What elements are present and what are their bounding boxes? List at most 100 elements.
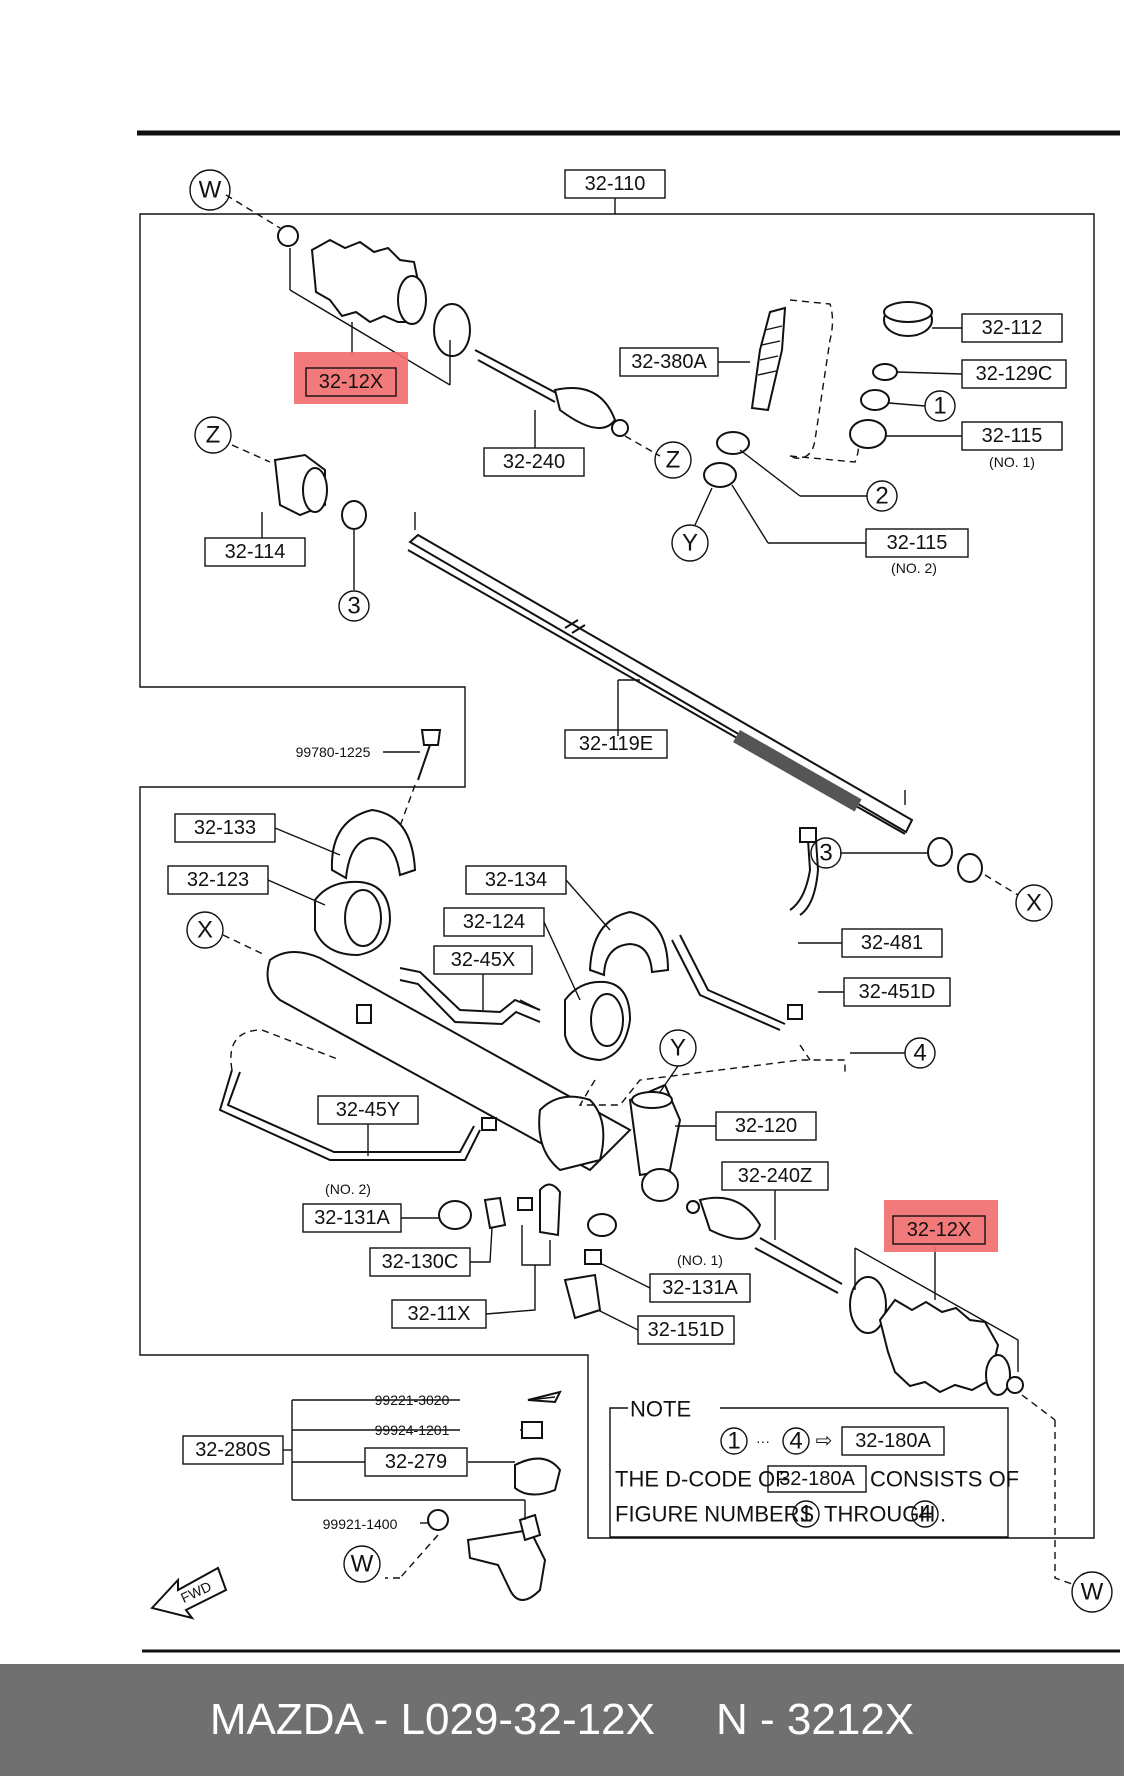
pipe-32-45x <box>399 967 541 1014</box>
callout-w-top-text: W <box>199 177 222 204</box>
yoke-32-11x <box>539 1183 562 1237</box>
note-line2-end: . <box>940 1502 946 1527</box>
callout-y-top-text: Y <box>682 530 698 557</box>
label-32-133: 32-133 <box>194 817 256 839</box>
label-32-481: 32-481 <box>861 932 923 954</box>
label-32-12x-top: 32-12X <box>319 371 384 393</box>
inner-tie-rod-top <box>474 349 629 437</box>
callout-z-right-text: Z <box>666 447 681 474</box>
label-box-32-119e <box>564 729 668 759</box>
caption-part-number: N - 3212X <box>716 1695 915 1744</box>
callout-3-bottom-text: 3 <box>819 840 832 867</box>
note-callout-4b <box>911 1500 939 1528</box>
note-title: NOTE <box>630 1397 691 1422</box>
label-32-131a-no1: 32-131A <box>662 1277 738 1299</box>
label-32-134: 32-134 <box>485 869 547 891</box>
rack-32-119e <box>407 533 914 835</box>
note-line1-a: THE D-CODE OF <box>615 1467 789 1492</box>
label-box-32-279 <box>364 1447 468 1477</box>
cap-32-151d <box>563 1273 602 1320</box>
note-callout-1-text: 1 <box>727 1428 740 1455</box>
label-32-240: 32-240 <box>503 451 565 473</box>
note-line2-b: THROUGH <box>824 1502 935 1527</box>
label-no1-bottom: (NO. 1) <box>677 1252 723 1268</box>
cotter-pin-99221-3020 <box>527 1390 562 1404</box>
callout-3-top <box>338 590 370 622</box>
label-32-451d: 32-451D <box>859 981 936 1003</box>
label-box-32-240 <box>483 447 585 477</box>
note-callout-1b <box>792 1500 820 1528</box>
caption-bar: MAZDA - L029-32-12X N - 3212X <box>0 1664 1124 1776</box>
steering-gear-exploded-diagram: FWD 32-110 32-12X 32-380A 32-112 32-129C… <box>137 130 1120 1653</box>
ring-3-top <box>341 500 367 530</box>
label-no2-bottom: (NO. 2) <box>325 1181 371 1197</box>
note-callout-4 <box>782 1427 810 1455</box>
note-code-box <box>841 1426 945 1456</box>
label-32-380a: 32-380A <box>631 351 707 373</box>
boot-bottom <box>849 1276 1024 1396</box>
fwd-arrow: FWD <box>150 1566 228 1620</box>
callout-y-bottom-text: Y <box>670 1035 686 1062</box>
label-no2-top: (NO. 2) <box>891 560 937 576</box>
label-32-279: 32-279 <box>385 1451 447 1473</box>
label-32-45y: 32-45Y <box>336 1099 401 1121</box>
seal-2 <box>716 431 750 455</box>
boot-top <box>277 225 471 357</box>
note-callout-1 <box>720 1427 748 1455</box>
nut-99924-1201 <box>521 1421 543 1439</box>
boot-32-279 <box>514 1457 562 1496</box>
callout-y-top <box>671 524 709 562</box>
label-32-240z: 32-240Z <box>738 1165 813 1187</box>
inner-tie-rod-bottom <box>686 1196 843 1294</box>
note-code: 32-180A <box>855 1430 931 1452</box>
pinion-shaft <box>750 306 787 412</box>
snap-ring-32-129c <box>872 363 898 381</box>
bolt-99780-1225 <box>420 729 442 746</box>
caption-brand: MAZDA - L029-32-12X <box>209 1695 655 1744</box>
nut-99921-1400 <box>427 1509 449 1531</box>
note-line2-a: FIGURE NUMBERS <box>615 1502 814 1527</box>
label-32-123: 32-123 <box>187 869 249 891</box>
note-arrow: ⇨ <box>816 1430 833 1452</box>
label-99924-1201: 99924-1201 <box>375 1422 450 1438</box>
label-box-32-280s <box>182 1435 284 1465</box>
note-range-sep: ··· <box>756 1433 770 1449</box>
assembly-frame <box>139 213 1095 1539</box>
callout-x-right <box>1015 884 1053 922</box>
label-99921-1400: 99921-1400 <box>323 1516 398 1532</box>
label-32-130c: 32-130C <box>382 1251 459 1273</box>
pipe-32-481-b <box>789 839 812 911</box>
callout-x-left-text: X <box>197 917 213 944</box>
bracket-32-134 <box>588 910 670 977</box>
label-32-124: 32-124 <box>463 911 525 933</box>
label-32-131a-no2: 32-131A <box>314 1207 390 1229</box>
label-32-129c: 32-129C <box>976 363 1053 385</box>
label-32-115-no2: 32-115 <box>887 532 948 554</box>
note-code-box-2 <box>767 1465 867 1493</box>
callout-1-top-text: 1 <box>933 393 946 420</box>
note-callout-4-text: 4 <box>789 1428 802 1455</box>
tie-rod-end <box>466 1528 547 1601</box>
note-line1-b: CONSISTS OF <box>870 1467 1019 1492</box>
callout-3-top-text: 3 <box>347 593 360 620</box>
bracket-32-133 <box>330 808 417 880</box>
label-32-110: 32-110 <box>585 173 646 195</box>
label-32-120: 32-120 <box>735 1115 797 1137</box>
ring-3-bottom <box>927 837 953 867</box>
callout-z-right <box>654 441 692 479</box>
pipe-32-481-a <box>671 939 781 1031</box>
label-32-112: 32-112 <box>982 317 1043 339</box>
callout-w-bottom-left <box>343 1545 381 1583</box>
note-box: NOTE 1 ··· 4 ⇨ 32-180A THE D-CODE OF 32-… <box>609 1397 1019 1538</box>
bearing-32-115-no2 <box>703 462 737 488</box>
callout-x-right-text: X <box>1026 890 1042 917</box>
spring-32-130c <box>483 1196 507 1230</box>
nut-32-131a-no1 <box>587 1213 617 1237</box>
label-32-280s: 32-280S <box>195 1439 271 1461</box>
label-32-119e: 32-119E <box>579 733 653 755</box>
label-32-114: 32-114 <box>225 541 286 563</box>
washer-1 <box>860 389 890 411</box>
label-32-11x: 32-11X <box>407 1303 470 1325</box>
callout-w-bottom-right <box>1071 1571 1113 1613</box>
nut-32-131a-no2 <box>438 1200 472 1230</box>
